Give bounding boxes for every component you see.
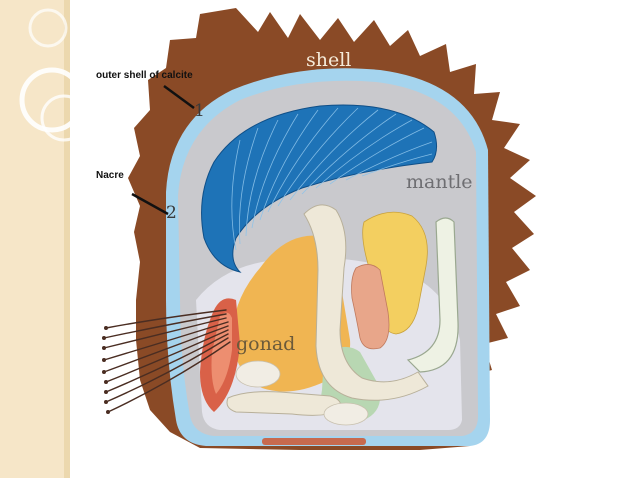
palp-upper xyxy=(235,360,281,388)
marker-one: 1 xyxy=(194,101,205,121)
slide-sidebar-decoration xyxy=(0,0,88,478)
siphon xyxy=(406,217,459,373)
tentacle-tips xyxy=(102,326,110,414)
palp-lower xyxy=(323,402,369,426)
nacre-leader-line xyxy=(131,192,169,216)
tentacles xyxy=(103,309,231,413)
label-gonad: gonad xyxy=(236,333,295,355)
adductor-muscle-highlight xyxy=(211,312,232,394)
marker-two: 2 xyxy=(166,203,177,223)
gill xyxy=(201,104,438,273)
annotation-outer-shell: outer shell of calcite xyxy=(96,70,193,81)
foot-lower xyxy=(226,391,342,416)
label-mantle: mantle xyxy=(406,171,473,193)
foot xyxy=(303,204,429,401)
outer-shell-leader-line xyxy=(163,84,195,110)
label-shell: shell xyxy=(306,49,351,71)
kidney xyxy=(351,264,390,350)
hinge-ligament xyxy=(262,438,366,445)
annotation-nacre: Nacre xyxy=(96,170,124,181)
